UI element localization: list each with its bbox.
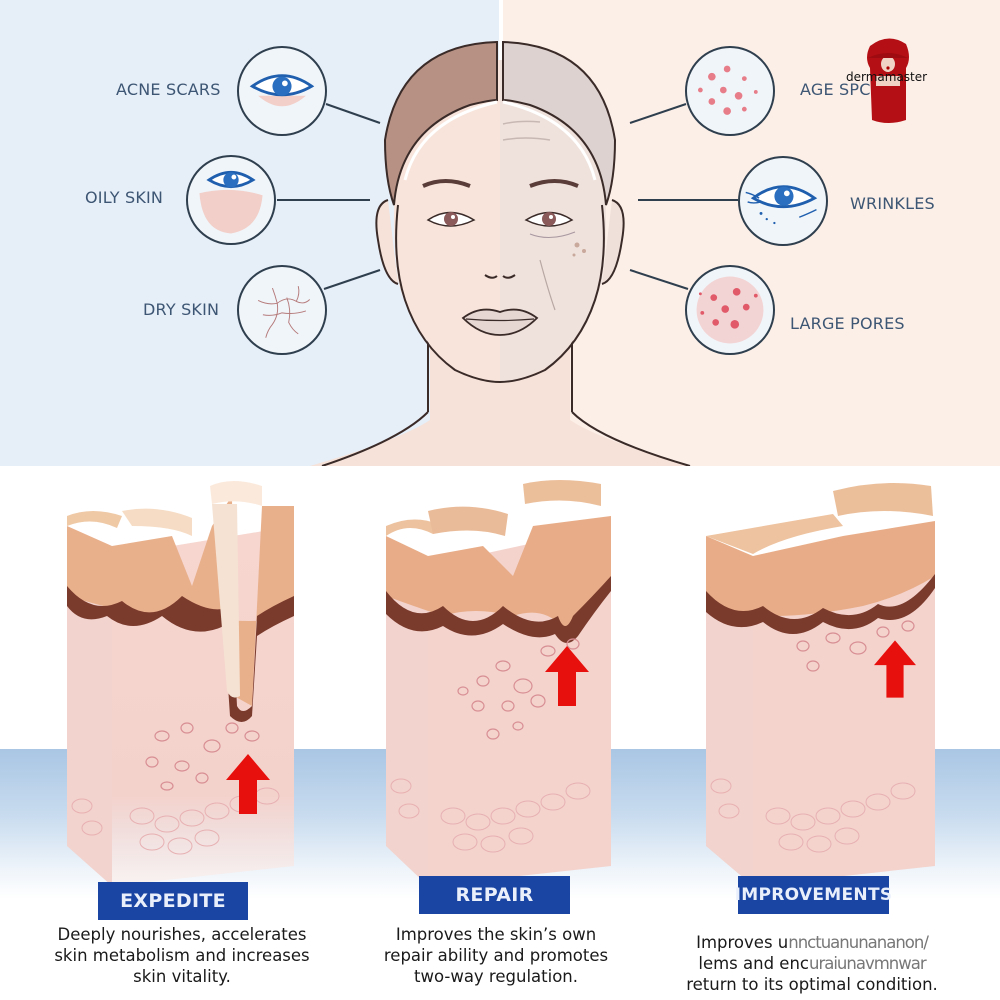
step-description-expedite: Deeply nourishes, accelerates skin metab… <box>54 925 310 986</box>
connector-line <box>325 103 381 124</box>
age-spots-icon <box>685 46 775 136</box>
neck <box>310 340 690 466</box>
aged-hair <box>502 40 617 206</box>
skin-concerns-panel: ACNE SCARS OILY SKIN DRY SKIN <box>0 0 1000 466</box>
concern-label-acne-scars: ACNE SCARS <box>116 80 221 99</box>
skin-repair-steps: EXPEDITE REPAIR IMPROVEMENTS Deeply nour… <box>0 466 1000 1000</box>
concern-label-wrinkles: WRINKLES <box>850 194 935 213</box>
large-pores-icon <box>685 265 775 355</box>
concern-label-age-spots: AGE SPC <box>800 80 871 99</box>
wrinkled-eye-icon <box>738 156 828 246</box>
up-arrow-icon <box>226 754 270 814</box>
up-arrow-icon <box>545 646 589 706</box>
lips <box>461 308 539 336</box>
eye-with-under-eye-icon <box>237 46 327 136</box>
cracked-skin-icon <box>237 265 327 355</box>
concern-label-large-pores: LARGE PORES <box>790 314 905 333</box>
eye-with-oily-patch-icon <box>186 155 276 245</box>
step-badge-improvements: IMPROVEMENTS <box>735 876 892 914</box>
concern-label-oily-skin: OILY SKIN <box>85 188 164 207</box>
step-description-improvements: Improves unnctuanunananon/ lems and encu… <box>686 933 938 994</box>
step-description-repair: Improves the skin’s own repair ability a… <box>383 925 609 986</box>
concern-label-dry-skin: DRY SKIN <box>143 300 220 319</box>
skin-block-improvements <box>703 466 943 896</box>
woman-in-red-hat-icon <box>862 34 914 124</box>
step-badge-repair: REPAIR <box>419 876 570 914</box>
step-badge-expedite: EXPEDITE <box>98 882 248 920</box>
watermark-text: dermamaster <box>846 70 928 84</box>
face-illustration <box>277 40 738 466</box>
connector-line <box>629 103 687 124</box>
connector-line <box>323 269 381 290</box>
young-hair <box>383 40 498 206</box>
skin-block-repair <box>383 466 623 896</box>
skin-block-expedite <box>62 466 302 896</box>
up-arrow-icon <box>874 640 916 698</box>
connector-line <box>629 269 689 290</box>
